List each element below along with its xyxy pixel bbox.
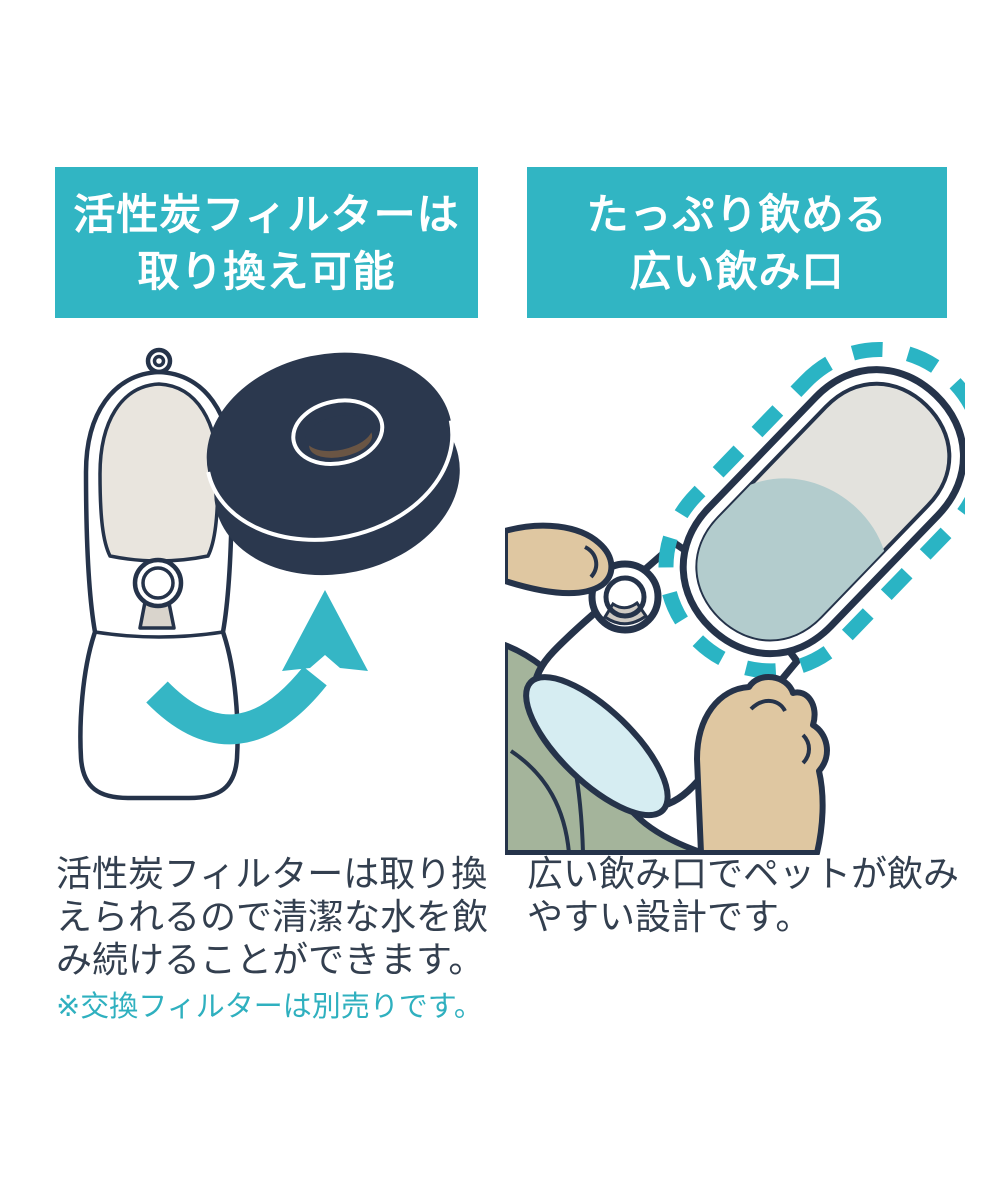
filter-replacement-illustration [78, 347, 460, 801]
bottle-hanger-loop-icon [145, 347, 173, 375]
wide-mouth-dashed-highlight [658, 341, 965, 679]
right-caption: 広い飲み口でペットが飲み やすい設計です。 [527, 852, 959, 938]
filter-sold-separately-note: ※交換フィルターは別売りです。 [56, 991, 483, 1023]
right-caption-line-1: 広い飲み口でペットが飲み [527, 853, 960, 894]
left-caption-line-3: み続けることができます。 [56, 939, 485, 980]
left-feature-banner: 活性炭フィルターは 取り換え可能 [55, 167, 478, 318]
left-caption-line-1: 活性炭フィルターは取り換 [56, 853, 488, 894]
left-caption-line-2: えられるので清潔な水を飲 [56, 896, 489, 937]
bottle-water-icon [523, 674, 671, 819]
tray-water-icon [697, 478, 885, 640]
left-banner-line-2: 取り換え可能 [137, 248, 396, 295]
thumb-icon [505, 522, 615, 597]
right-caption-line-2: やすい設計です。 [527, 896, 812, 937]
wide-drinking-tray-illustration [505, 341, 965, 855]
water-bottle-icon [78, 369, 240, 801]
carbon-filter-donut-icon [206, 352, 460, 576]
swap-arrow-icon [146, 590, 368, 745]
left-caption: 活性炭フィルターは取り換 えられるので清潔な水を飲 み続けることができます。 ※… [56, 852, 488, 1026]
left-banner-line-1: 活性炭フィルターは [73, 191, 460, 238]
fingers-icon [694, 674, 830, 855]
right-feature-banner: たっぷり飲める 広い飲み口 [527, 167, 947, 318]
right-banner-line-2: 広い飲み口 [629, 248, 845, 295]
right-banner-line-1: たっぷり飲める [586, 191, 888, 238]
